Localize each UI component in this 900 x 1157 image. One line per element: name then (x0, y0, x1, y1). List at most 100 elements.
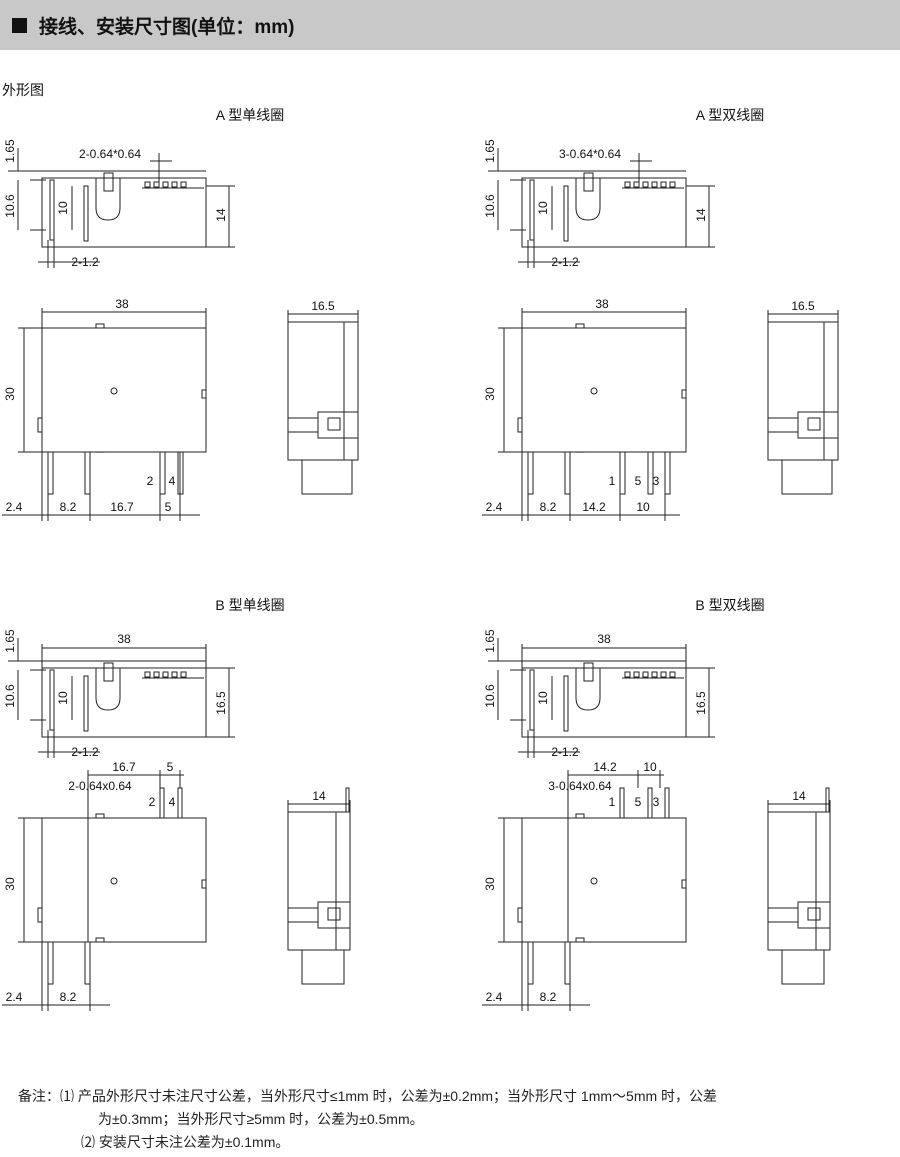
view-title: B 型双线圈 (695, 597, 764, 613)
terminal-marker (633, 671, 640, 678)
terminal-marker (669, 181, 676, 188)
top-view-body (521, 177, 687, 248)
pin (564, 451, 571, 495)
view-title: A 型单线圈 (216, 107, 284, 123)
side-base (781, 949, 825, 985)
dim-2-1-2: 2-1.2 (551, 745, 579, 759)
side-view-body (287, 811, 351, 951)
notch (201, 389, 207, 399)
dim-16-5: 16.5 (694, 691, 708, 715)
side-base (301, 949, 345, 985)
terminal-marker (633, 181, 640, 188)
front-view-body (521, 327, 687, 453)
center-hole (590, 877, 598, 885)
terminal-marker (651, 181, 658, 188)
pin (664, 451, 671, 495)
dim-bottom: 2.4 (486, 990, 503, 1004)
side-latch (797, 901, 831, 929)
pin (83, 675, 89, 732)
pin (177, 787, 183, 819)
notes: 备注：⑴ 产品外形尺寸未注尺寸公差，当外形尺寸≤1mm 时，公差为±0.2mm；… (18, 1085, 717, 1154)
pin (49, 669, 55, 731)
notch (517, 907, 523, 923)
dim-bottom: 2.4 (6, 500, 23, 514)
center-hole (110, 387, 118, 395)
terminal-marker (180, 671, 187, 678)
view-title: A 型双线圈 (696, 107, 764, 123)
pin (564, 941, 571, 985)
dim-14: 14 (694, 208, 708, 222)
pin (84, 451, 91, 495)
pin-number: 3 (653, 474, 660, 488)
armature (575, 178, 601, 221)
dim-bottom: 14.2 (582, 500, 606, 514)
header-title: 接线、安装尺寸图(单位：mm) (39, 16, 295, 38)
side-latch-inner (807, 417, 821, 431)
dim-1-65: 1.65 (483, 139, 497, 163)
side-view-body (767, 811, 831, 951)
pin (825, 787, 830, 813)
pin-size-label: 3-0.64*0.64 (559, 147, 621, 161)
dim-38: 38 (597, 632, 611, 646)
pin (619, 787, 625, 819)
pin (83, 185, 89, 242)
dim-top: 16.7 (112, 760, 136, 774)
dim-30: 30 (3, 387, 17, 401)
view-title: B 型单线圈 (215, 597, 284, 613)
armature (575, 668, 601, 711)
dim-30: 30 (483, 387, 497, 401)
dim-30: 30 (3, 877, 17, 891)
pin (84, 941, 91, 985)
terminal-marker (642, 671, 649, 678)
pin (47, 941, 54, 985)
dim-10-6: 10.6 (3, 194, 17, 218)
dim-side-width: 16.5 (791, 299, 815, 313)
dim-30: 30 (483, 877, 497, 891)
front-view-body (41, 327, 207, 453)
pin-size-label: 2-0.64x0.64 (68, 779, 132, 793)
side-view-body (287, 321, 359, 461)
notch (37, 417, 43, 433)
dim-side-width: 16.5 (311, 299, 335, 313)
pin-size-label: 3-0.64x0.64 (548, 779, 612, 793)
dim-side-width: 14 (312, 789, 326, 803)
side-base (301, 459, 353, 495)
notch (681, 879, 687, 889)
terminal-marker (180, 181, 187, 188)
side-latch-inner (807, 907, 821, 921)
dim-top: 10 (643, 760, 657, 774)
notch (575, 323, 585, 329)
latch (583, 662, 594, 682)
top-view-body (521, 667, 687, 738)
dim-10: 10 (536, 201, 550, 215)
pin (527, 941, 534, 985)
terminal-marker (651, 671, 658, 678)
pin-number: 1 (609, 795, 616, 809)
dim-10-6: 10.6 (3, 684, 17, 708)
front-view-body (521, 817, 687, 943)
terminal-marker (162, 181, 169, 188)
pin (527, 451, 534, 495)
dim-bottom: 8.2 (60, 990, 77, 1004)
pin-number: 4 (169, 474, 176, 488)
terminal-marker (171, 181, 178, 188)
terminal-marker (660, 181, 667, 188)
side-latch (317, 901, 351, 929)
note-line-2: 为±0.3mm；当外形尺寸≥5mm 时，公差为±0.5mm。 (98, 1111, 424, 1127)
pin (529, 179, 535, 241)
dim-10: 10 (56, 201, 70, 215)
pin (47, 451, 54, 495)
pin (49, 179, 55, 241)
pin (647, 787, 653, 819)
dim-top: 14.2 (593, 760, 617, 774)
notch (575, 813, 585, 819)
pin (647, 451, 654, 495)
terminal-marker (162, 671, 169, 678)
terminal-marker (660, 671, 667, 678)
notch (517, 417, 523, 433)
section-label: 外形图 (2, 82, 44, 98)
front-view-body (41, 817, 207, 943)
